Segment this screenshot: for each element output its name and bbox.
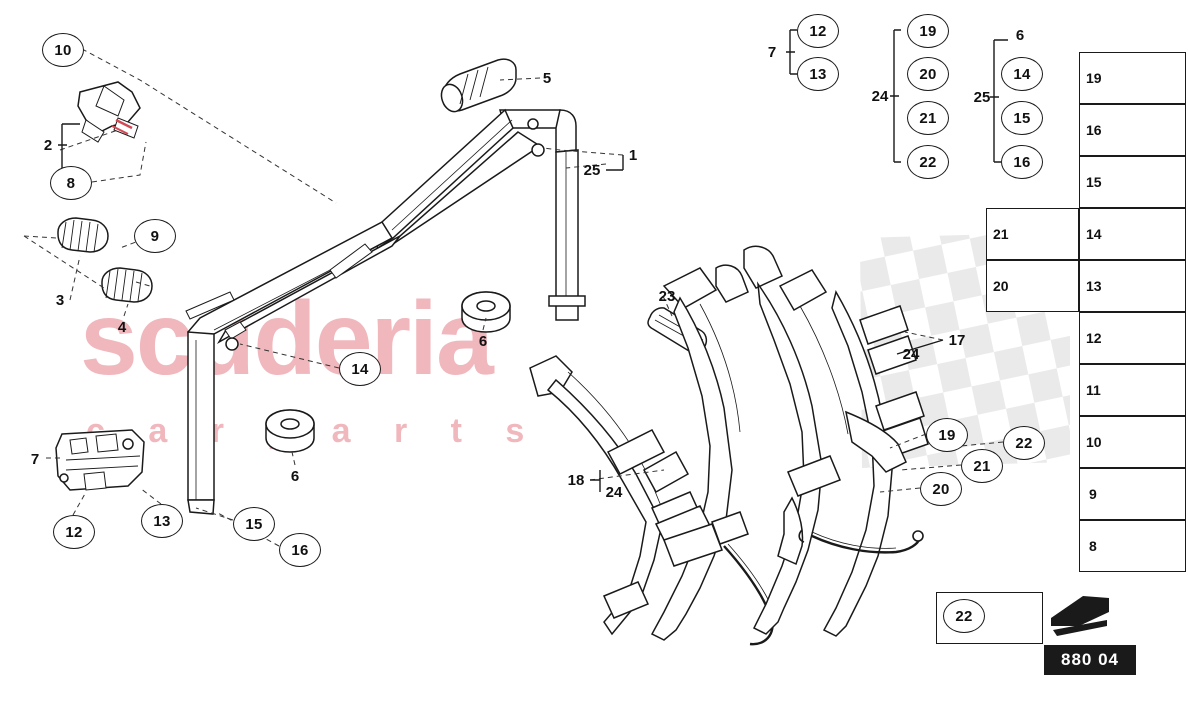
callout-22-belt[interactable]: 22 [1003, 426, 1045, 460]
callout-14-left[interactable]: 14 [339, 352, 381, 386]
legend-cell-10[interactable] [1079, 416, 1186, 468]
callout-15-left[interactable]: 15 [233, 507, 275, 541]
callout-19-group[interactable]: 19 [907, 14, 949, 48]
callout-8[interactable]: 8 [50, 166, 92, 200]
callout-21-belt[interactable]: 21 [961, 449, 1003, 483]
legend-cell-20[interactable] [986, 260, 1079, 312]
callout-16-left[interactable]: 16 [279, 533, 321, 567]
legend-cell-12-label: 12 [1086, 330, 1102, 346]
callout-16-group[interactable]: 16 [1001, 145, 1043, 179]
callout-20-belt[interactable]: 20 [920, 472, 962, 506]
leader-lines [23, 48, 1004, 547]
callout-13-group[interactable]: 13 [797, 57, 839, 91]
callout-22-legend[interactable]: 22 [943, 599, 985, 633]
callout-7-group: 7 [767, 43, 777, 61]
legend-cell-15-label: 15 [1086, 174, 1102, 190]
callout-12-group[interactable]: 12 [797, 14, 839, 48]
legend-cell-21[interactable] [986, 208, 1079, 260]
callout-3: 3 [55, 291, 65, 309]
legend-cell-21-label: 21 [993, 226, 1009, 242]
callout-5: 5 [542, 69, 552, 87]
legend-cell-11-label: 11 [1086, 382, 1101, 398]
callout-24-group: 24 [871, 87, 889, 105]
callout-17: 17 [948, 331, 966, 349]
callout-20-group[interactable]: 20 [907, 57, 949, 91]
legend-cell-8[interactable] [1079, 520, 1186, 572]
group-brackets [58, 29, 1008, 492]
legend-cell-16-label: 16 [1086, 122, 1102, 138]
callout-13-left[interactable]: 13 [141, 504, 183, 538]
part-number-badge: 880 04 [1044, 645, 1136, 675]
legend-cell-15[interactable] [1079, 156, 1186, 208]
callout-24-belt-left: 24 [605, 483, 623, 501]
callout-6-upper: 6 [478, 332, 488, 350]
callout-14-group[interactable]: 14 [1001, 57, 1043, 91]
legend-cell-13-label: 13 [1086, 278, 1102, 294]
callout-18: 18 [567, 471, 585, 489]
callout-2: 2 [43, 136, 53, 154]
legend-cell-9-label: 9 [1089, 486, 1097, 502]
callout-25-group: 25 [973, 88, 991, 106]
legend-cell-19[interactable] [1079, 52, 1186, 104]
legend-cell-10-label: 10 [1086, 434, 1102, 450]
legend-cell-14[interactable] [1079, 208, 1186, 260]
legend-cell-11[interactable] [1079, 364, 1186, 416]
legend-cell-12[interactable] [1079, 312, 1186, 364]
callout-19-belt[interactable]: 19 [926, 418, 968, 452]
legend-cell-14-label: 14 [1086, 226, 1102, 242]
callout-9[interactable]: 9 [134, 219, 176, 253]
callout-12-left[interactable]: 12 [53, 515, 95, 549]
callout-7-left: 7 [30, 450, 40, 468]
callout-22-group[interactable]: 22 [907, 145, 949, 179]
callout-6-lower: 6 [290, 467, 300, 485]
legend-cell-13[interactable] [1079, 260, 1186, 312]
callout-1: 1 [628, 146, 638, 164]
callout-23: 23 [658, 287, 676, 305]
legend-cell-8-label: 8 [1089, 538, 1097, 554]
legend-cell-16[interactable] [1079, 104, 1186, 156]
callout-21-group[interactable]: 21 [907, 101, 949, 135]
callout-24-belt-right: 24 [902, 345, 920, 363]
callout-15-group[interactable]: 15 [1001, 101, 1043, 135]
callout-6-group: 6 [1015, 26, 1025, 44]
callout-25-left: 25 [583, 161, 601, 179]
legend-cell-19-label: 19 [1086, 70, 1102, 86]
legend-cell-9[interactable] [1079, 468, 1186, 520]
legend-cell-20-label: 20 [993, 278, 1009, 294]
callout-10[interactable]: 10 [42, 33, 84, 67]
callout-4: 4 [117, 318, 127, 336]
